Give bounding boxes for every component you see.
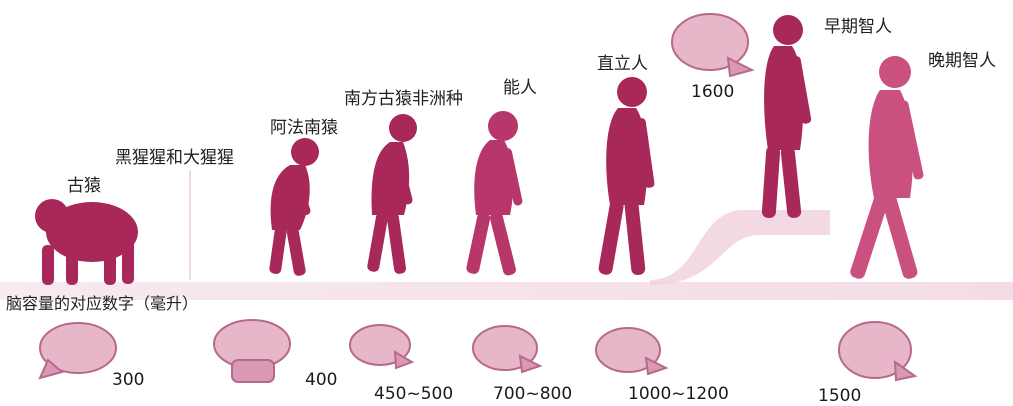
label-ape: 古猿 — [67, 176, 101, 196]
capacity-450-500: 450~500 — [374, 384, 454, 404]
capacity-1600: 1600 — [691, 82, 735, 102]
capacity-1000-1200: 1000~1200 — [628, 384, 729, 404]
ape-figure — [35, 199, 138, 285]
label-erectus: 直立人 — [597, 54, 648, 74]
skull-300 — [38, 322, 117, 380]
habilis-figure — [466, 111, 523, 276]
ground-strip — [0, 282, 1013, 300]
africanus-figure — [367, 114, 417, 274]
capacity-300: 300 — [112, 370, 145, 390]
label-afarensis: 阿法南猿 — [270, 118, 338, 138]
label-habilis: 能人 — [503, 78, 537, 98]
label-early-sapiens: 早期智人 — [824, 17, 892, 37]
late-sapiens-figure — [850, 56, 924, 279]
skull-450-500 — [349, 324, 415, 370]
label-late-sapiens: 晚期智人 — [928, 51, 996, 71]
brain-capacity-caption: 脑容量的对应数字（毫升） — [6, 294, 199, 313]
skull-400 — [213, 319, 291, 383]
label-chimp-gorilla: 黑猩猩和大猩猩 — [115, 148, 234, 168]
skull-1000-1200 — [595, 327, 669, 376]
erectus-figure — [598, 77, 655, 275]
skull-1600 — [671, 13, 755, 78]
afarensis-figure — [269, 138, 319, 276]
raised-platform — [650, 210, 830, 285]
skull-700-800 — [472, 325, 543, 374]
capacity-700-800: 700~800 — [493, 384, 573, 404]
early-sapiens-figure — [761, 15, 812, 218]
label-africanus: 南方古猿非洲种 — [344, 89, 463, 109]
capacity-1500: 1500 — [818, 386, 862, 406]
capacity-400: 400 — [305, 370, 338, 390]
skull-1500 — [838, 321, 918, 382]
